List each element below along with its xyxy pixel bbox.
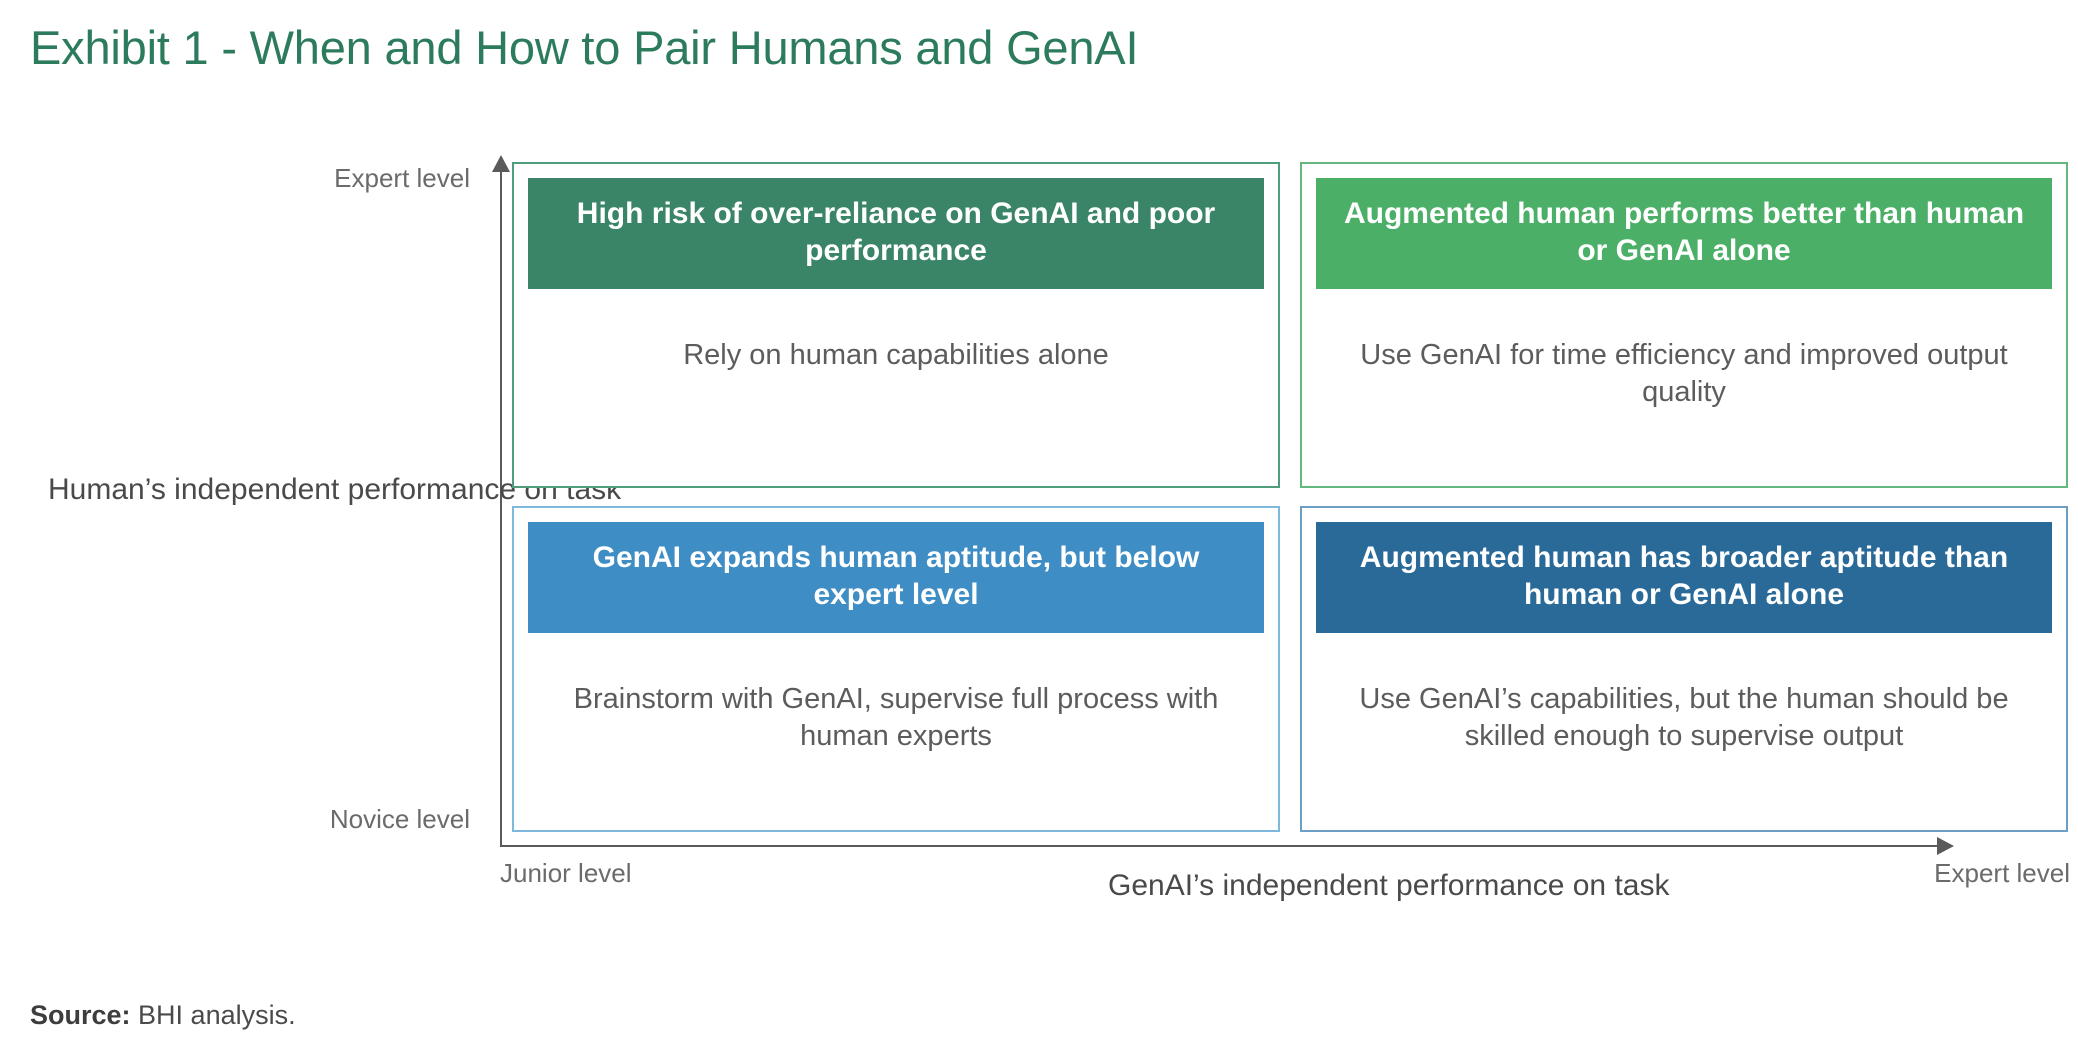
quadrant-top-left-header: High risk of over-reliance on GenAI and … <box>528 178 1264 290</box>
x-axis-line <box>500 845 1943 847</box>
page-title: Exhibit 1 - When and How to Pair Humans … <box>30 21 1139 74</box>
quadrant-bottom-right: Augmented human has broader aptitude tha… <box>1300 506 2068 832</box>
quadrant-bottom-right-body: Use GenAI’s capabilities, but the human … <box>1359 683 2009 753</box>
arrow-right-icon <box>1937 837 1954 855</box>
x-axis-title: GenAI’s independent performance on task <box>1108 869 1670 902</box>
y-axis-top-label: Expert level <box>334 163 470 193</box>
quadrant-top-right-body: Use GenAI for time efficiency and improv… <box>1360 339 2008 409</box>
source-label: Source: <box>30 1000 131 1030</box>
quadrant-bottom-right-header: Augmented human has broader aptitude tha… <box>1316 522 2052 634</box>
quadrant-top-right-header: Augmented human performs better than hum… <box>1316 178 2052 290</box>
y-axis-title: Human’s independent performance on task <box>48 473 622 506</box>
quadrant-top-right: Augmented human performs better than hum… <box>1300 162 2068 488</box>
quadrant-grid: High risk of over-reliance on GenAI and … <box>512 162 2068 832</box>
source-text: BHI analysis. <box>138 1000 296 1030</box>
quadrant-top-left-body: Rely on human capabilities alone <box>683 339 1109 372</box>
arrow-up-icon <box>492 155 510 172</box>
quadrant-top-left: High risk of over-reliance on GenAI and … <box>512 162 1280 488</box>
quadrant-bottom-left: GenAI expands human aptitude, but below … <box>512 506 1280 832</box>
y-axis-line <box>500 168 502 847</box>
quadrant-bottom-left-body: Brainstorm with GenAI, supervise full pr… <box>573 683 1219 753</box>
source-line: Source: BHI analysis. <box>30 1000 296 1031</box>
x-axis-left-label: Junior level <box>500 858 632 888</box>
quadrant-bottom-left-header: GenAI expands human aptitude, but below … <box>528 522 1264 634</box>
y-axis-bottom-label: Novice level <box>329 804 470 834</box>
x-axis-right-label: Expert level <box>1934 858 2070 888</box>
